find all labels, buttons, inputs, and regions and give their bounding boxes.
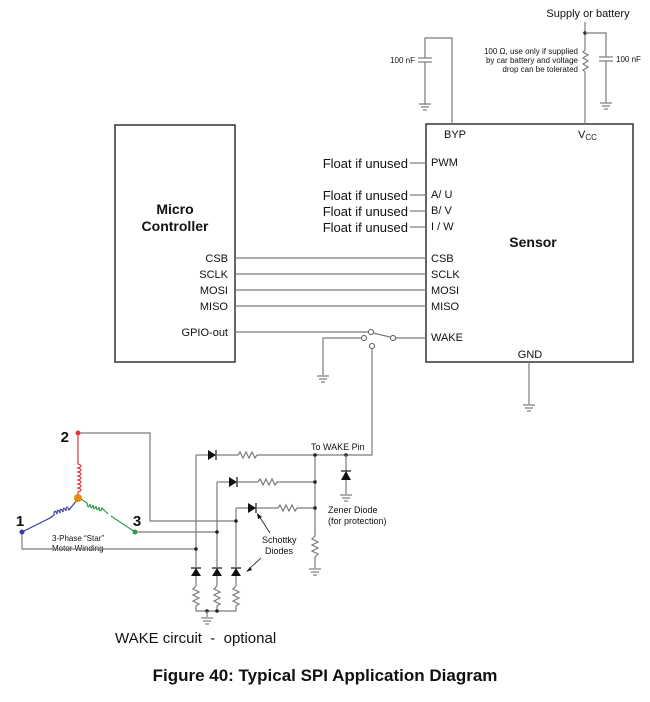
node-2-label: 2 [61,429,69,446]
wake-switch [235,329,426,456]
figure-caption: Figure 40: Typical SPI Application Diagr… [153,666,498,685]
motor-label-1: 3-Phase “Star” [52,534,104,543]
schottky-label-2: Diodes [265,546,294,556]
sensor-pin-pwm: PWM [431,157,458,169]
node-1-label: 1 [16,513,24,530]
wake-circuit-subtitle: WAKE circuit - optional [115,630,276,647]
micro-pin-sclk: SCLK [199,269,228,281]
spi-bus [235,257,426,307]
sensor-pin-b-v: B/ V [431,205,452,217]
motor-winding: 2 1 3 3-Phase “Star” Motor Winding [16,429,141,553]
zener-label-1: Zener Diode [328,505,378,515]
to-wake-pin-label: To WAKE Pin [311,442,365,452]
micro-pin-miso: MISO [200,301,229,313]
float-label-i: Float if unused [323,220,408,235]
wake-circuit: To WAKE Pin Zener Diode (for protection)… [21,432,387,625]
micro-title-1: Micro [156,201,193,217]
sensor-pin-vcc: VCC [578,129,597,142]
cap-vcc-label: 100 nF [616,55,641,64]
micro-pin-mosi: MOSI [200,285,228,297]
sensor-pin-wake: WAKE [431,332,463,344]
vcc-supply: Supply or battery 100 nF 100 Ω, use only… [484,8,641,124]
sensor-pin-csb: CSB [431,253,454,265]
float-label-a: Float if unused [323,188,408,203]
zener-label-2: (for protection) [328,516,387,526]
resistor-note-1: 100 Ω, use only if supplied [484,47,578,56]
sensor-pin-i-w: I / W [431,221,454,233]
cap-byp-label: 100 nF [390,56,415,65]
sensor-pin-mosi: MOSI [431,285,459,297]
micro-title-2: Controller [142,218,209,234]
sensor-title: Sensor [509,234,557,250]
node-3-label: 3 [133,513,141,530]
sensor-pin-gnd: GND [518,349,543,361]
sensor-pin-byp: BYP [444,129,466,141]
micro-pin-csb: CSB [205,253,228,265]
resistor-note-2: by car battery and voltage [486,56,579,65]
float-label-pwm: Float if unused [323,156,408,171]
float-label-b: Float if unused [323,204,408,219]
sensor-pin-sclk: SCLK [431,269,460,281]
sensor-pin-a-u: A/ U [431,189,452,201]
sensor-pin-miso: MISO [431,301,460,313]
micro-pin-gpio: GPIO-out [182,327,228,339]
resistor-note-3: drop can be tolerated [502,65,578,74]
schottky-label-1: Schottky [262,535,297,545]
byp-capacitor: 100 nF [390,37,453,124]
supply-label: Supply or battery [546,8,630,20]
micro-controller-box [114,124,236,363]
